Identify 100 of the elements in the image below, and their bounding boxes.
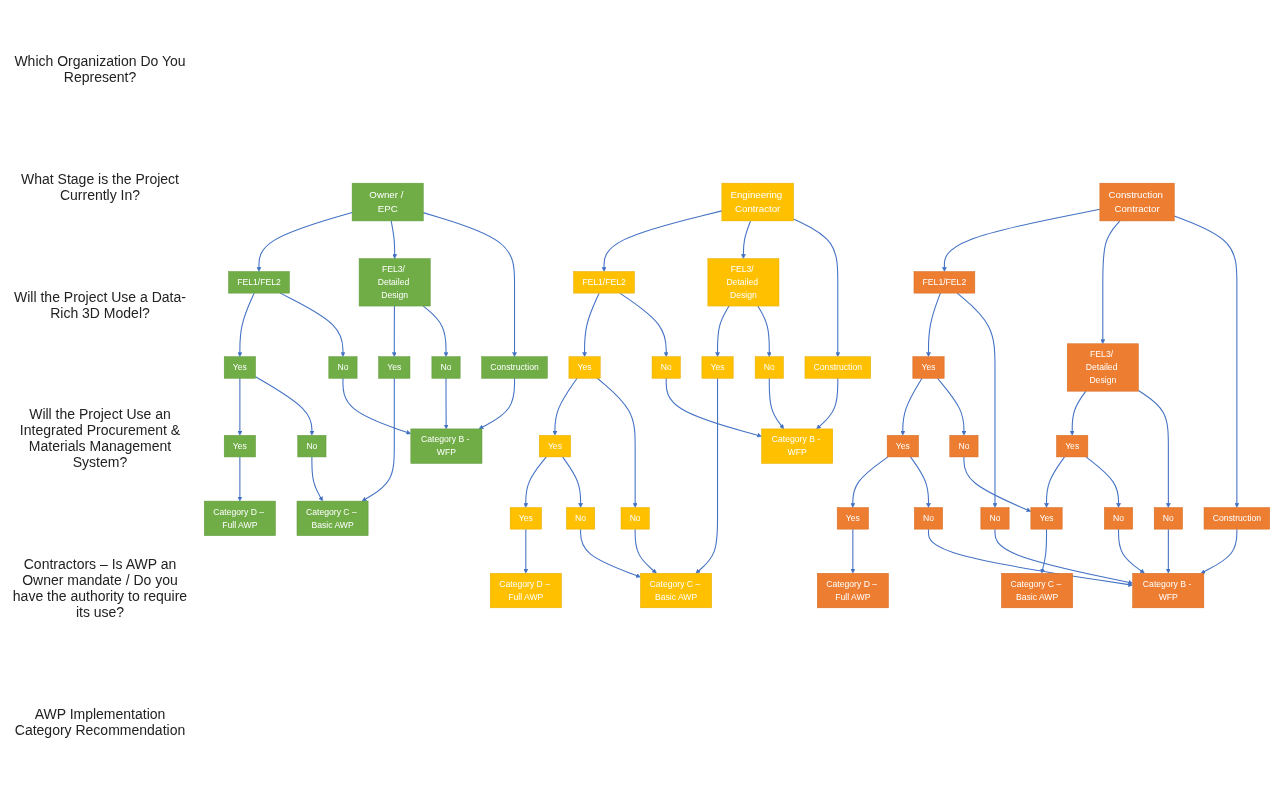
node-box: Yes	[912, 356, 945, 379]
node-box: Category B - WFP	[761, 428, 833, 464]
arrow	[361, 377, 395, 502]
arrow	[942, 208, 1101, 272]
arrow	[1118, 528, 1145, 574]
arrow	[816, 377, 839, 430]
node-box: FEL3/ Detailed Design	[358, 258, 431, 307]
arrow	[601, 210, 723, 272]
arrow	[793, 218, 841, 357]
node-box: No	[431, 356, 461, 379]
arrow	[1040, 528, 1048, 574]
arrow	[927, 528, 1133, 587]
arrow	[443, 377, 449, 430]
node-box: Yes	[223, 435, 256, 458]
arrow	[757, 305, 772, 357]
arrow	[256, 211, 353, 272]
arrow	[665, 377, 762, 438]
arrow	[1100, 220, 1121, 344]
arrow	[768, 377, 785, 430]
arrow	[255, 376, 315, 436]
node-box: Yes	[1056, 435, 1089, 458]
arrow	[1137, 390, 1171, 508]
arrow	[390, 220, 398, 259]
node-box: No	[651, 356, 681, 379]
node-box: No	[1104, 507, 1133, 530]
node-box: Category D – Full AWP	[204, 500, 276, 536]
arrow	[1069, 390, 1087, 436]
question-text: Contractors – Is AWP an Owner mandate / Do you have the authority to require its use?	[11, 556, 189, 621]
arrow	[552, 377, 578, 436]
arrow	[695, 377, 719, 574]
node-box: No	[328, 356, 358, 379]
arrow	[580, 528, 641, 578]
arrow	[523, 528, 529, 574]
arrow	[1044, 456, 1066, 508]
node-box: Yes	[886, 435, 919, 458]
arrow	[956, 292, 998, 508]
question-text: Which Organization Do You Represent?	[13, 52, 187, 85]
node-box: No	[949, 435, 979, 458]
arrow	[1173, 215, 1240, 508]
node-box: Category B - WFP	[1132, 573, 1205, 609]
node-box: Yes	[1030, 507, 1063, 530]
arrow	[582, 292, 600, 357]
arrow	[963, 456, 1032, 512]
arrow	[619, 292, 669, 357]
arrow	[478, 377, 516, 430]
node-box: Category C – Basic AWP	[640, 573, 712, 609]
node-box: Yes	[539, 435, 571, 458]
arrow	[422, 305, 449, 357]
node-box: Construction	[804, 356, 871, 379]
arrow	[741, 220, 752, 259]
arrow	[237, 377, 243, 436]
arrow	[237, 292, 255, 357]
node-box: Yes	[378, 356, 411, 379]
node-box: FEL1/FEL2	[228, 271, 290, 294]
arrow	[900, 377, 923, 436]
arrow	[311, 456, 323, 502]
node-box: No	[620, 507, 650, 530]
arrow	[596, 377, 638, 508]
node-box: No	[914, 507, 943, 530]
node-box: Category D – Full AWP	[490, 573, 562, 609]
arrow	[1200, 528, 1238, 574]
node-box: Category C – Basic AWP	[1001, 573, 1073, 609]
node-box: FEL1/FEL2	[573, 271, 635, 294]
node-box: Yes	[568, 356, 601, 379]
node-box: FEL1/FEL2	[913, 271, 976, 294]
arrow	[936, 377, 967, 436]
arrow	[523, 456, 547, 508]
arrow	[1085, 456, 1121, 508]
arrow	[342, 377, 412, 435]
arrow	[391, 305, 397, 357]
question-text: What Stage is the Project Currently In?	[20, 170, 180, 203]
arrow	[1165, 528, 1171, 574]
node-box: No	[980, 507, 1010, 530]
node-box: Category D – Full AWP	[817, 573, 889, 609]
node-box: Yes	[223, 356, 256, 379]
arrow	[909, 456, 931, 508]
arrow	[850, 456, 889, 508]
node-box: Category B - WFP	[410, 428, 483, 464]
node-box: Yes	[509, 507, 542, 530]
node-box: No	[297, 435, 327, 458]
arrow	[634, 528, 657, 574]
node-box: FEL3/ Detailed Design	[1066, 343, 1139, 392]
node-box: Engineering Contractor	[721, 182, 794, 222]
node-box: Owner / EPC	[351, 182, 424, 222]
node-box: No	[1153, 507, 1183, 530]
arrow	[562, 456, 583, 508]
node-box: No	[566, 507, 595, 530]
arrow	[422, 212, 517, 357]
node-box: No	[754, 356, 784, 379]
node-box: Yes	[836, 507, 869, 530]
node-box: FEL3/ Detailed Design	[707, 258, 780, 307]
node-box: Category C – Basic AWP	[296, 500, 369, 536]
node-box: Yes	[701, 356, 734, 379]
arrow	[850, 528, 856, 574]
node-box: Construction Contractor	[1099, 182, 1175, 222]
question-text: Will the Project Use a Data-Rich 3D Model?	[13, 288, 187, 321]
arrow	[237, 456, 243, 502]
node-box: Construction	[481, 356, 548, 379]
question-text: AWP Implementation Category Recommendation	[13, 706, 187, 739]
node-box: Construction	[1203, 507, 1270, 530]
